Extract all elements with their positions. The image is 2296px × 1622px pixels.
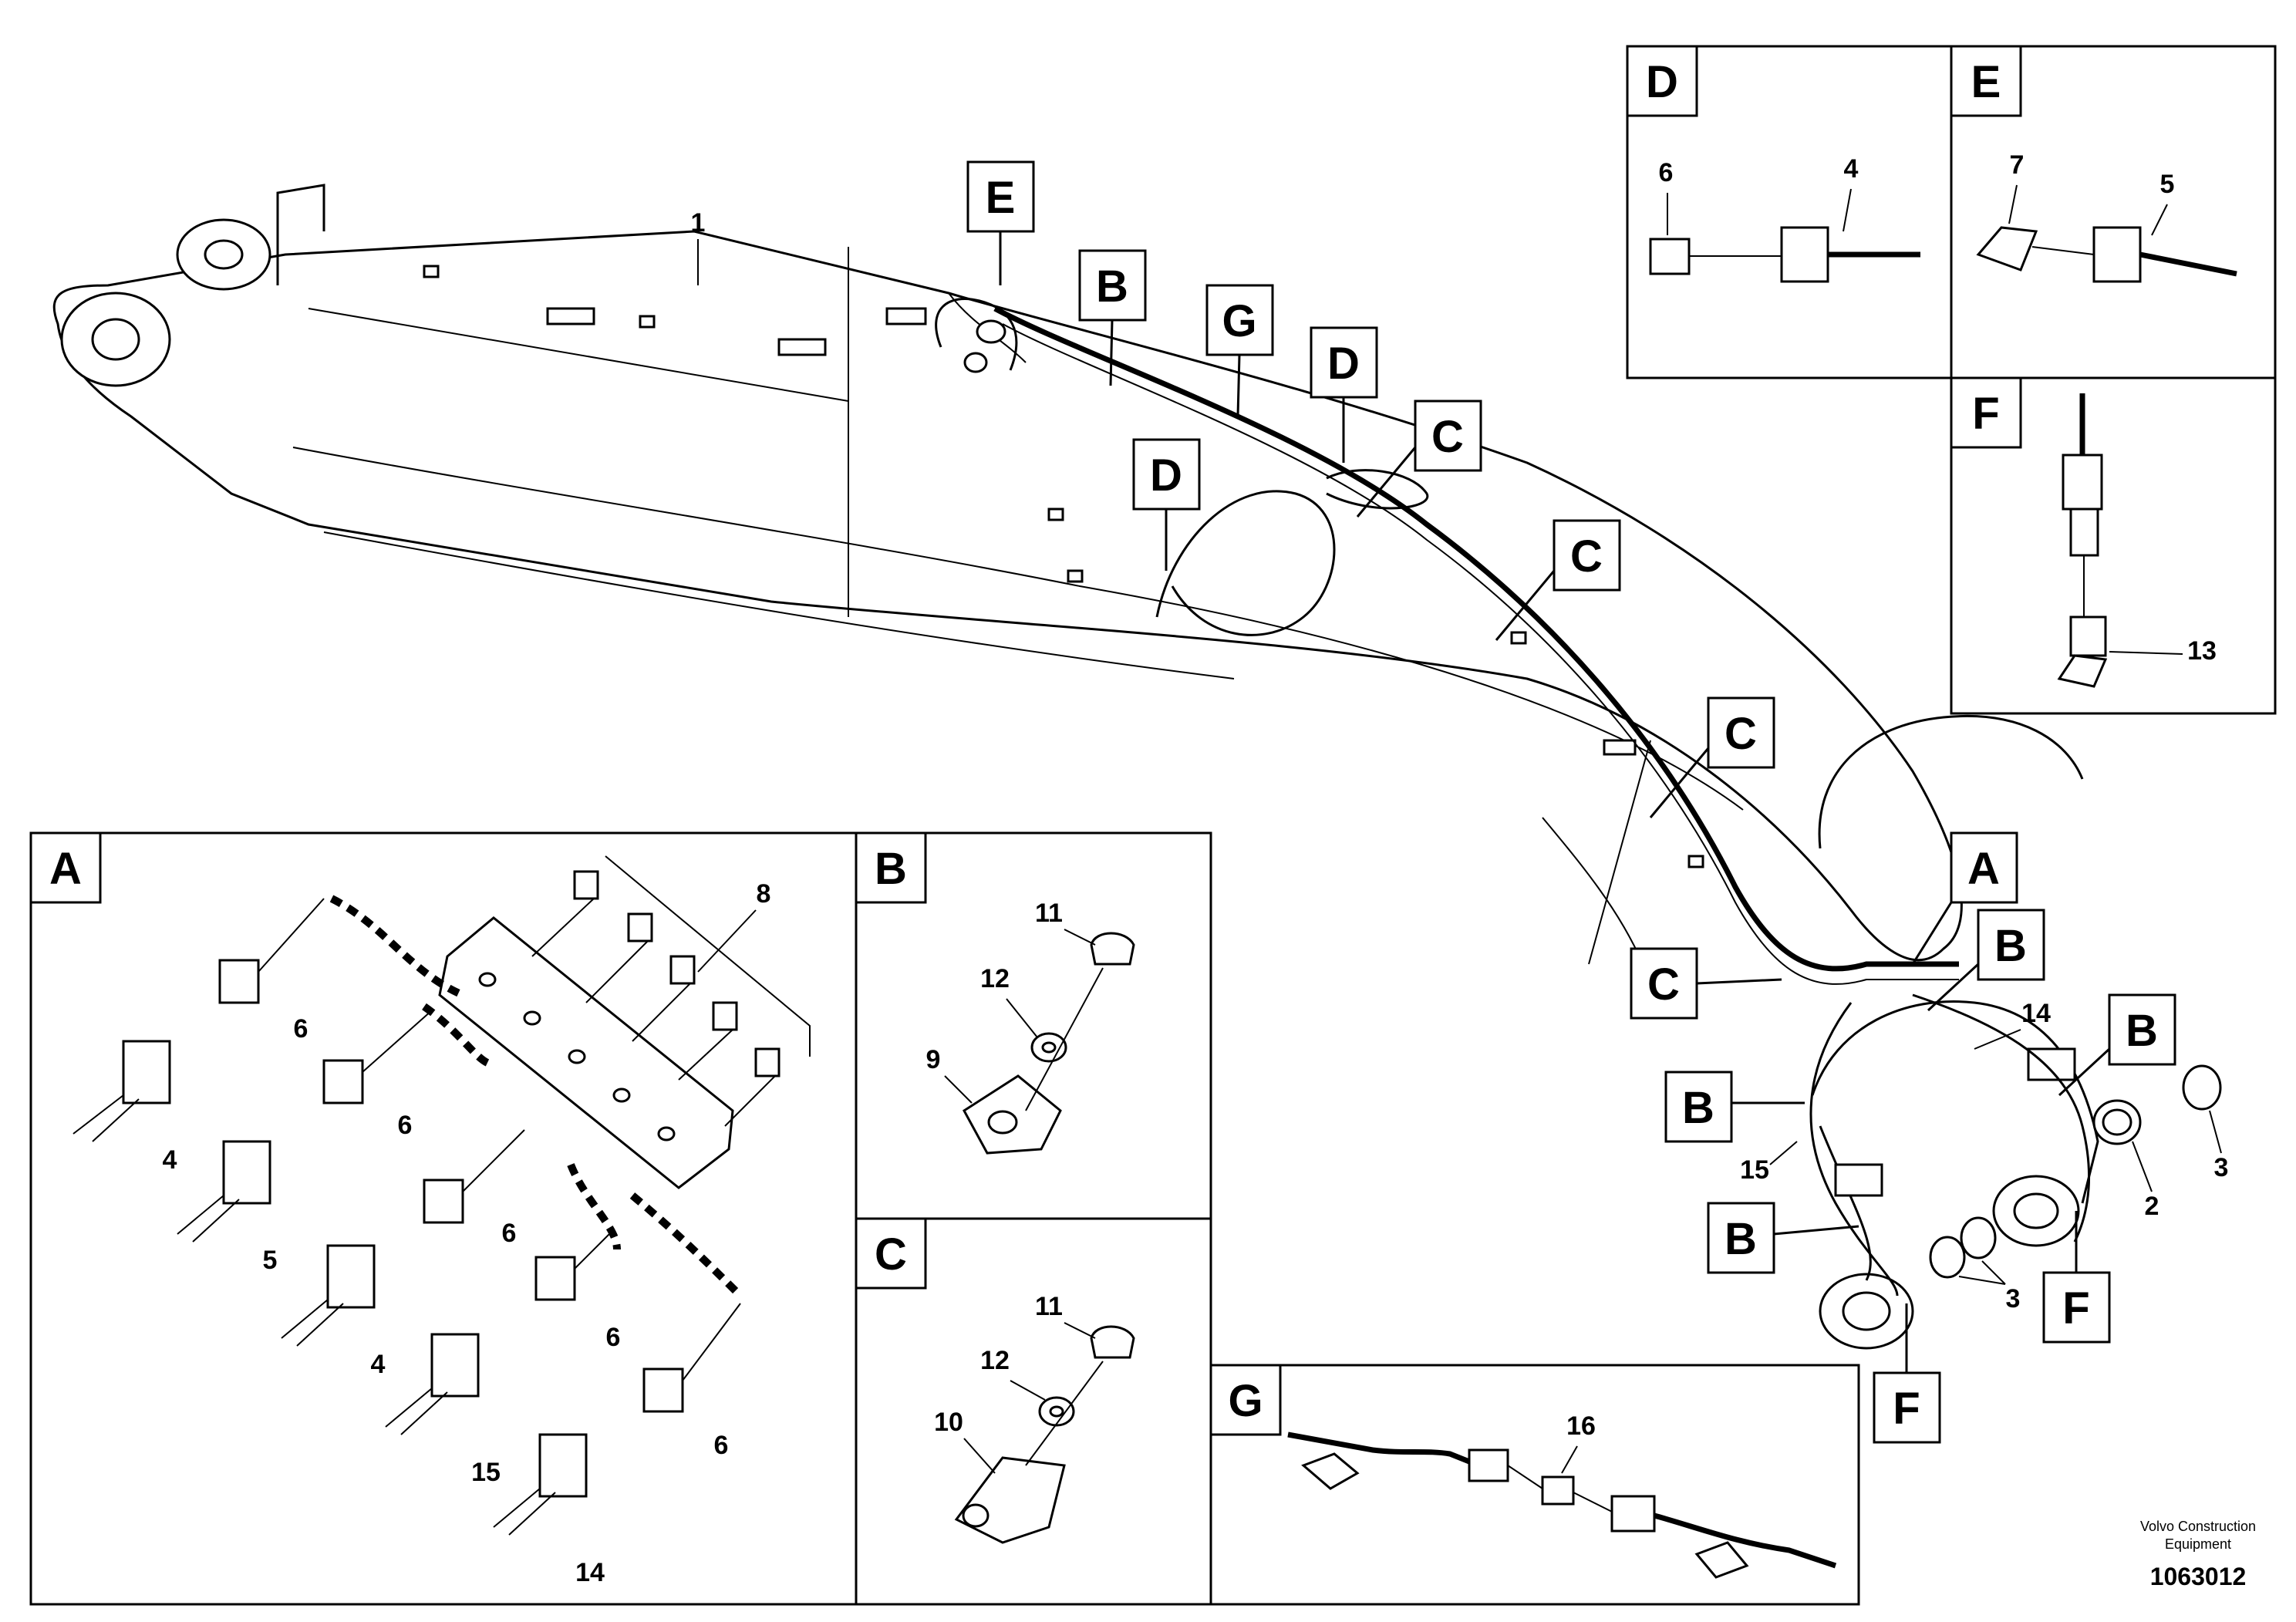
callout-label: 6 [606, 1323, 621, 1352]
detail-view-e: E 7 5 [1950, 45, 2277, 379]
callout-label: D [1646, 57, 1678, 107]
callout-label: 13 [2187, 636, 2217, 666]
callout-label: 1 [691, 208, 706, 238]
view-reference-d-top: D [1310, 326, 1378, 463]
callout-part-3-right: 3 [2182, 1064, 2229, 1182]
callout-label: 6 [714, 1431, 729, 1460]
view-reference-b-right-1: B [1927, 909, 2045, 1012]
callout-label: C [1431, 412, 1464, 462]
view-reference-f-bottom: F [1873, 1303, 1941, 1444]
callout-label: Equipment [2165, 1536, 2231, 1552]
callout-label: D [1327, 339, 1360, 389]
callout-label: D [1150, 450, 1182, 501]
callout-label: 15 [1740, 1155, 1769, 1185]
callout-label: B [1994, 921, 2027, 971]
callout-label: 8 [757, 879, 771, 909]
callout-label: C [1647, 959, 1680, 1010]
view-reference-c-2: C [1495, 519, 1621, 641]
callout-label: C [1570, 531, 1603, 582]
detail-view-f: F 13 [1950, 376, 2277, 715]
callout-part-1: 1 [691, 208, 706, 285]
callout-label: 2 [2145, 1192, 2159, 1221]
callout-label: 5 [2160, 170, 2175, 199]
view-reference-c-4: C [1630, 947, 1782, 1020]
callout-label: 9 [926, 1045, 941, 1074]
callout-label: 6 [502, 1219, 517, 1248]
callout-label: Volvo Construction [2140, 1519, 2256, 1534]
view-reference-b-left-1: B [1664, 1071, 1805, 1143]
callout-label: A [49, 844, 82, 894]
callout-part-15-boom: 15 [1740, 1141, 1798, 1185]
callout-part-14-boom: 14 [1974, 999, 2051, 1050]
callout-label: 14 [2021, 999, 2051, 1028]
callout-label: G [1222, 296, 1256, 346]
callout-label: 12 [980, 964, 1010, 993]
callout-label: 4 [163, 1145, 177, 1175]
callout-label: 4 [1844, 154, 1859, 184]
callout-label: 3 [2214, 1153, 2229, 1182]
boom-assembly [52, 184, 2099, 1350]
callout-label: E [986, 173, 1016, 223]
callout-label: 14 [575, 1558, 605, 1587]
view-reference-a: A [1911, 831, 2018, 965]
view-reference-c-3: C [1649, 696, 1775, 818]
callout-label: 7 [2010, 150, 2025, 180]
view-reference-g: G [1205, 284, 1274, 417]
detail-view-a: A 8 [29, 831, 858, 1606]
callout-part-3-lower: 3 [1929, 1216, 2021, 1313]
detail-view-g: G 16 [1209, 1364, 1860, 1606]
callout-label: F [1972, 389, 1999, 439]
callout-label: 10 [934, 1408, 963, 1437]
callout-label: 11 [1035, 899, 1063, 928]
view-reference-e: E [966, 160, 1035, 285]
detail-view-b: B 11 12 9 [855, 831, 1212, 1220]
view-reference-b-right-2: B [2058, 993, 2176, 1097]
callout-label: 6 [398, 1111, 413, 1140]
callout-label: E [1971, 57, 2001, 107]
callout-label: 15 [471, 1458, 501, 1487]
callout-label: 11 [1035, 1292, 1063, 1321]
view-reference-b-top: B [1078, 249, 1147, 386]
callout-part-2-boom: 2 [2092, 1099, 2159, 1221]
publisher-footer: Volvo Construction Equipment 1063012 [2140, 1519, 2256, 1590]
callout-label: 5 [263, 1246, 278, 1275]
view-reference-b-left-2: B [1707, 1202, 1859, 1274]
callout-label: 3 [2006, 1284, 2021, 1313]
view-reference-c-1: C [1356, 400, 1482, 518]
callout-label: B [1682, 1083, 1714, 1133]
document-number: 1063012 [2150, 1563, 2247, 1590]
view-reference-d-mid: D [1132, 438, 1201, 571]
callout-label: 12 [980, 1346, 1010, 1375]
view-reference-f-right: F [2042, 1211, 2111, 1344]
callout-label: 16 [1566, 1411, 1596, 1441]
callout-label: 6 [294, 1014, 308, 1044]
callout-label: B [1725, 1214, 1757, 1264]
callout-label: 4 [371, 1350, 386, 1379]
callout-label: A [1967, 844, 2000, 894]
callout-label: B [2126, 1006, 2158, 1056]
callout-label: F [2062, 1283, 2089, 1334]
detail-view-d: D 6 4 [1626, 45, 1953, 379]
callout-label: C [875, 1229, 907, 1280]
callout-label: C [1725, 709, 1757, 759]
callout-label: 6 [1659, 158, 1674, 187]
callout-label: B [875, 844, 907, 894]
callout-label: F [1893, 1384, 1920, 1434]
detail-view-c: C 11 12 10 [855, 1217, 1212, 1606]
callout-label: B [1096, 261, 1128, 312]
callout-label: G [1228, 1376, 1263, 1426]
